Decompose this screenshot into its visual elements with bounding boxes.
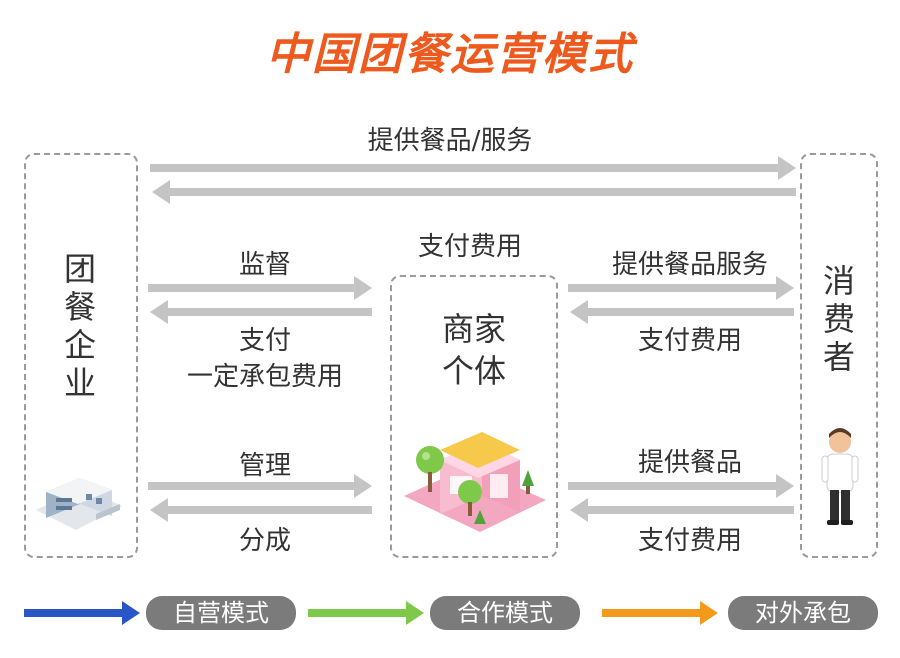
arrow-bottom-right-left (570, 498, 794, 522)
flow-label-provide-meal: 提供餐品 (637, 448, 742, 478)
flow-label-top-service: 提供餐品/服务 (367, 126, 533, 156)
enterprise-box (24, 153, 138, 558)
arrow-bottom-left-right (148, 474, 372, 498)
legend-arrow-cooperation (308, 601, 424, 625)
flow-label-pay-fee-center: 支付费用 (417, 232, 522, 262)
flow-label-pay-fee-right-bottom: 支付费用 (637, 526, 742, 556)
legend-pill-self-operated: 自营模式 (146, 596, 296, 630)
flow-label-supervise: 监督 (238, 250, 291, 280)
gray-arrows (148, 156, 796, 522)
consumer-label: 消费者 (819, 262, 859, 376)
legend-pill-cooperation: 合作模式 (430, 596, 580, 630)
enterprise-label-text: 团餐企业 (63, 250, 96, 402)
arrow-mid-left-right (148, 276, 372, 300)
merchant-label: 商家个体 (420, 308, 528, 392)
enterprise-label: 团餐企业 (60, 250, 100, 402)
legend-arrow-self-operated (24, 601, 140, 625)
arrow-top-right (150, 156, 796, 180)
flow-label-pay-fee-right-mid: 支付费用 (637, 326, 742, 356)
legend-arrow-outsourcing (602, 601, 718, 625)
arrow-mid-right-left (570, 300, 794, 324)
diagram-title: 中国团餐运营模式 (266, 29, 634, 80)
consumer-label-text: 消费者 (822, 262, 855, 376)
legend-pill-outsourcing: 对外承包 (728, 596, 878, 630)
flow-label-provide-meal-service: 提供餐品服务 (611, 250, 768, 280)
merchant-box (390, 275, 558, 558)
merchant-label-text: 商家个体 (441, 310, 506, 390)
building-icon (36, 478, 122, 530)
arrow-mid-left-left (150, 300, 372, 324)
flow-label-pay-fixed-line1: 支付 (238, 326, 291, 356)
arrow-mid-right-right (568, 276, 794, 300)
flow-label-share: 分成 (238, 526, 291, 556)
arrow-bottom-left-left (150, 498, 372, 522)
person-icon (821, 428, 859, 525)
flow-label-manage: 管理 (238, 451, 291, 481)
arrow-top-left (152, 180, 796, 204)
consumer-box (800, 153, 878, 558)
flow-label-pay-fixed-line2: 一定承包费用 (186, 362, 343, 392)
shop-icon (404, 432, 546, 532)
arrow-bottom-right-right (568, 474, 794, 498)
